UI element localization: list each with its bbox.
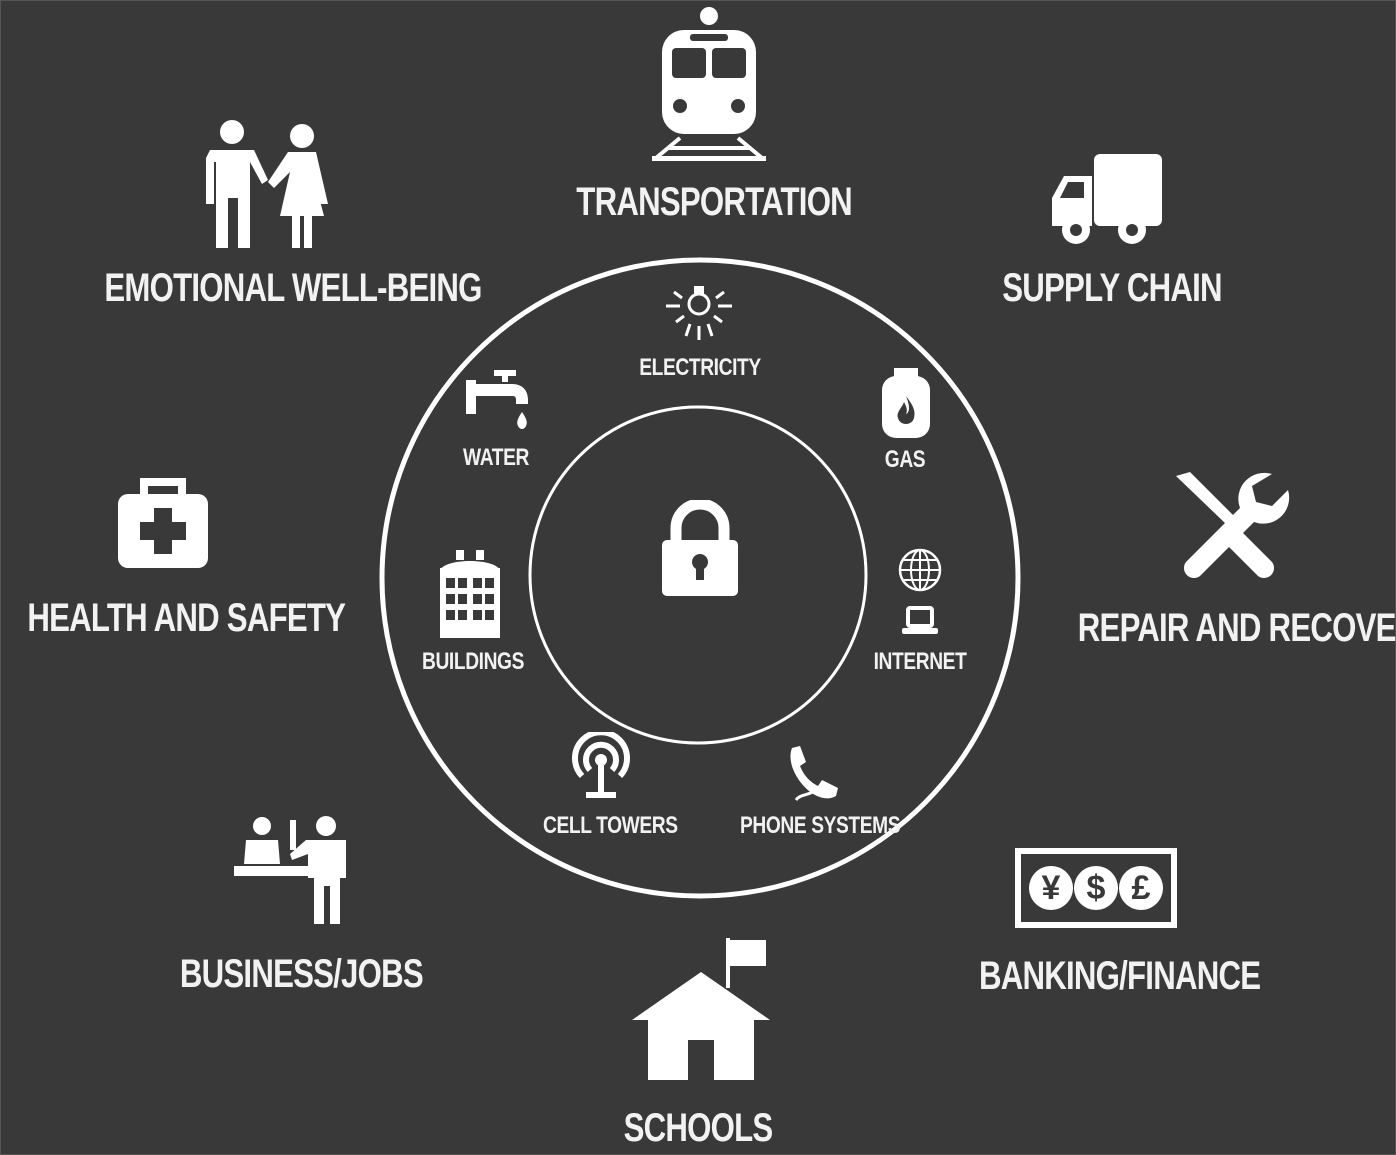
dollar-symbol: $ (1086, 869, 1106, 907)
repair-recovery-label: REPAIR AND RECOVERY (1077, 606, 1396, 650)
antenna-icon (568, 732, 634, 800)
business-icon (232, 814, 352, 926)
first-aid-icon (116, 476, 210, 570)
tools-icon (1168, 470, 1292, 586)
faucet-icon (464, 366, 534, 434)
emotional-wellbeing-label: EMOTIONAL WELL-BEING (104, 266, 482, 310)
globe-laptop-icon (896, 548, 944, 640)
pound-symbol: £ (1131, 869, 1151, 907)
building-icon (438, 548, 502, 640)
yen-symbol: ¥ (1041, 869, 1061, 907)
supply-chain-label: SUPPLY CHAIN (1002, 266, 1222, 310)
water-label: WATER (463, 444, 529, 471)
lightbulb-icon (664, 282, 734, 342)
cell-towers-label: CELL TOWERS (543, 812, 678, 839)
gas-tank-icon (880, 366, 932, 440)
train-icon (650, 6, 768, 164)
schools-label: SCHOOLS (623, 1106, 774, 1150)
phone-systems-label: PHONE SYSTEMS (740, 812, 901, 839)
lock-icon (658, 500, 742, 598)
money-icon (1015, 848, 1177, 928)
internet-label: INTERNET (873, 648, 967, 675)
school-icon (630, 936, 772, 1082)
couple-icon (204, 118, 332, 250)
electricity-label: ELECTRICITY (639, 354, 761, 381)
gas-label: GAS (884, 446, 926, 473)
business-jobs-label: BUSINESS/JOBS (179, 952, 424, 996)
phone-icon (786, 744, 842, 804)
banking-finance-label: BANKING/FINANCE (979, 954, 1261, 998)
transportation-label: TRANSPORTATION (576, 180, 852, 224)
buildings-label: BUILDINGS (422, 648, 524, 675)
truck-icon (1050, 152, 1164, 246)
health-safety-label: HEALTH AND SAFETY (27, 596, 346, 640)
